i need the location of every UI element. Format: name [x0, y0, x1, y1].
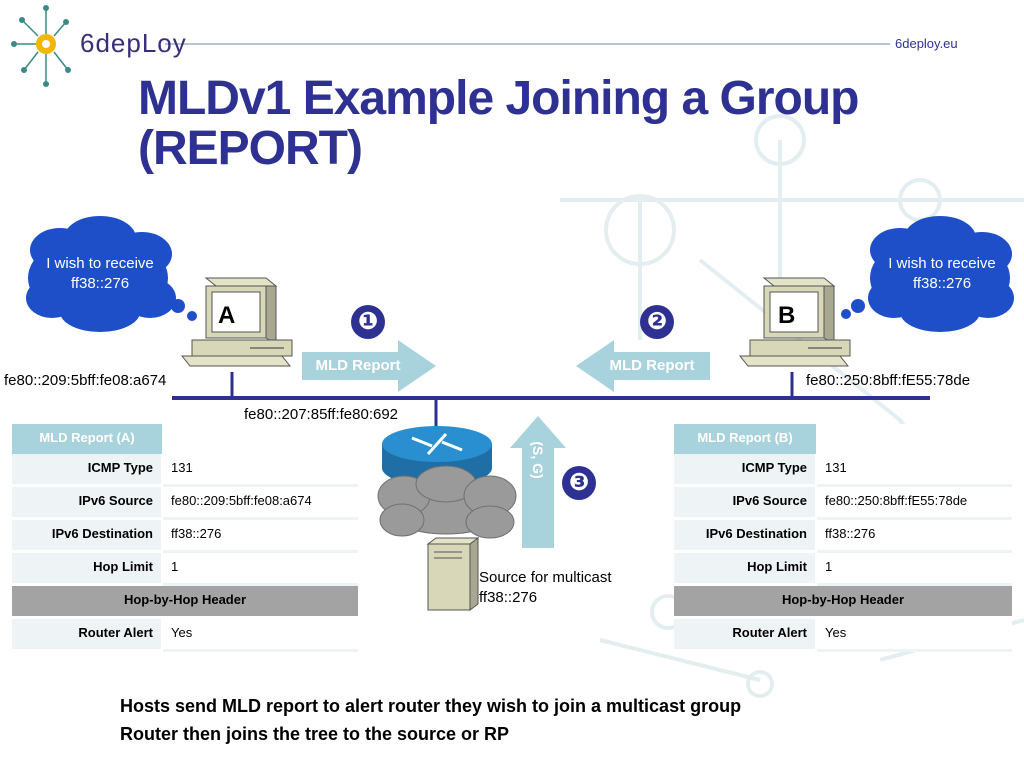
footer-text: Hosts send MLD report to alert router th…: [120, 692, 741, 748]
thought-cloud-b: [841, 216, 1014, 332]
field-value: 131: [162, 454, 358, 487]
field-name: Hop Limit: [674, 551, 817, 586]
footer-line-2: Router then joins the tree to the source…: [120, 724, 510, 744]
field-value: ff38::276: [162, 518, 358, 553]
step-1-badge: ❶: [351, 305, 385, 339]
host-b-address: fe80::250:8bff:fE55:78de: [806, 372, 971, 389]
thought-cloud-b-text: I wish to receive ff38::276: [888, 255, 996, 292]
table-row: IPv6 Destination ff38::276: [12, 518, 358, 553]
table-row: IPv6 Source fe80::250:8bff:fE55:78de: [674, 485, 1012, 520]
sg-join-arrow: [510, 416, 566, 548]
field-name: IPv6 Source: [674, 485, 817, 520]
field-name: ICMP Type: [12, 454, 163, 487]
field-name: Router Alert: [12, 617, 163, 652]
field-name: ICMP Type: [674, 454, 817, 487]
table-row: IPv6 Source fe80::209:5bff:fe08:a674: [12, 485, 358, 520]
mld-report-arrow-2: [576, 340, 710, 392]
mld-report-arrow-2-label: MLD Report: [609, 357, 695, 374]
field-name: IPv6 Source: [12, 485, 163, 520]
table-subheader-row: Hop-by-Hop Header: [674, 584, 1012, 619]
hop-by-hop-header: Hop-by-Hop Header: [674, 584, 1012, 619]
router-address: fe80::207:85ff:fe80:692: [244, 406, 399, 423]
footer-line-1: Hosts send MLD report to alert router th…: [120, 696, 742, 716]
network-cloud-icon: [377, 465, 517, 539]
mld-report-b-table: MLD Report (B) ICMP Type 131 IPv6 Source…: [674, 424, 1012, 652]
host-a-computer-icon: [180, 277, 293, 367]
table-subheader-row: Hop-by-Hop Header: [12, 584, 358, 619]
table-row: ICMP Type 131: [674, 454, 1012, 487]
thought-cloud-a: [26, 216, 197, 332]
field-value: fe80::250:8bff:fE55:78de: [816, 485, 1012, 520]
field-value: 131: [816, 454, 1012, 487]
table-row: Hop Limit 1: [674, 551, 1012, 586]
field-value: Yes: [162, 617, 358, 652]
field-name: IPv6 Destination: [12, 518, 163, 553]
host-a-label: A: [218, 302, 236, 329]
field-value: 1: [162, 551, 358, 586]
mld-report-a-table: MLD Report (A) ICMP Type 131 IPv6 Source…: [12, 424, 358, 652]
source-label-line-2: ff38::276: [479, 589, 538, 606]
mld-report-arrow-1-label: MLD Report: [315, 357, 401, 374]
logo-6deploy-icon: [11, 5, 71, 87]
table-row: Router Alert Yes: [674, 617, 1012, 652]
thought-cloud-a-text: I wish to receive ff38::276: [46, 255, 154, 292]
source-label-line-1: Source for multicast: [479, 569, 612, 586]
mld-report-a-header: MLD Report (A): [12, 424, 162, 454]
field-value: Yes: [816, 617, 1012, 652]
host-a-address: fe80::209:5bff:fe08:a674: [4, 372, 167, 389]
sg-join-arrow-label: (S, G): [530, 441, 546, 479]
step-3-badge: ❸: [562, 466, 596, 500]
table-row: IPv6 Destination ff38::276: [674, 518, 1012, 553]
table-row: Hop Limit 1: [12, 551, 358, 586]
mld-report-b-header: MLD Report (B): [674, 424, 816, 454]
source-label: Source for multicast ff38::276: [479, 568, 612, 608]
hop-by-hop-header: Hop-by-Hop Header: [12, 584, 358, 619]
host-b-label: B: [778, 302, 796, 329]
table-row: Router Alert Yes: [12, 617, 358, 652]
step-2-badge: ❷: [640, 305, 674, 339]
field-name: Hop Limit: [12, 551, 163, 586]
field-name: Router Alert: [674, 617, 817, 652]
mld-report-arrow-1: [302, 340, 436, 392]
slide-title: MLDv1 Example Joining a Group (REPORT): [138, 72, 859, 175]
table-row: ICMP Type 131: [12, 454, 358, 487]
field-value: 1: [816, 551, 1012, 586]
field-name: IPv6 Destination: [674, 518, 817, 553]
host-b-computer-icon: [738, 277, 851, 367]
site-url[interactable]: 6deploy.eu: [895, 36, 958, 51]
field-value: fe80::209:5bff:fe08:a674: [162, 485, 358, 520]
logo-text: 6depLoy: [80, 28, 187, 58]
field-value: ff38::276: [816, 518, 1012, 553]
source-server-icon: [426, 537, 480, 611]
